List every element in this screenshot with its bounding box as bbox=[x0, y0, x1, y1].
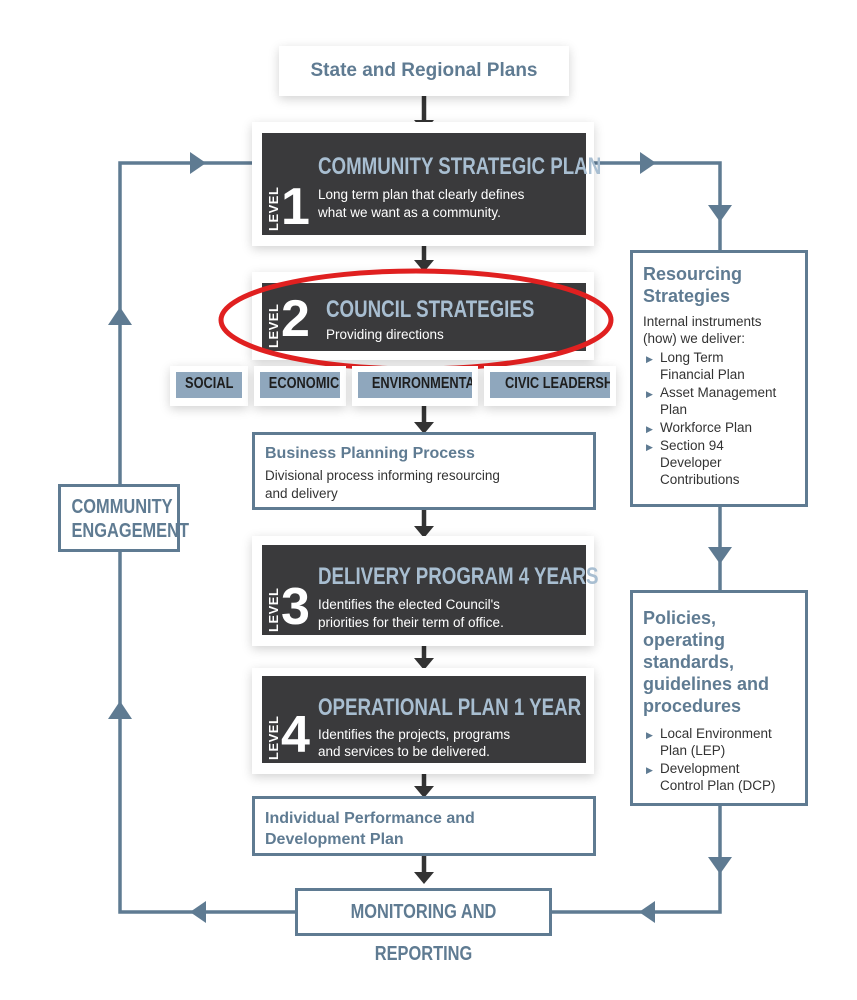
policies-title-line-1: Policies, bbox=[643, 608, 717, 628]
left-arrow-icon bbox=[190, 901, 206, 923]
individual-performance-title-line-1: Individual Performance and bbox=[265, 810, 475, 827]
level-4-desc-line-1: Identifies the projects, programs bbox=[318, 727, 511, 742]
tag-social: SOCIAL bbox=[176, 372, 242, 398]
up-arrow-icon bbox=[108, 701, 132, 719]
resourcing-strategies-box: Resourcing Strategies Internal instrumen… bbox=[630, 250, 808, 507]
level-number: 4 bbox=[281, 706, 310, 764]
level-number: 3 bbox=[281, 578, 310, 636]
down-arrow-icon bbox=[708, 205, 732, 222]
level-3-title: DELIVERY PROGRAM 4 YEARS bbox=[318, 563, 599, 590]
state-regional-plans-box: State and Regional Plans bbox=[279, 46, 569, 96]
level-3-desc-line-2: priorities for their term of office. bbox=[318, 615, 504, 630]
level-label: LEVEL bbox=[266, 186, 281, 231]
policies-title-line-2: operating bbox=[643, 630, 726, 650]
triangle-bullet-icon: ▶ bbox=[646, 730, 653, 740]
down-arrow-icon bbox=[414, 260, 434, 272]
business-planning-box: Business Planning Process Divisional pro… bbox=[252, 432, 596, 510]
down-arrow-icon bbox=[414, 786, 434, 798]
level-1-title: COMMUNITY STRATEGIC PLAN bbox=[318, 153, 602, 180]
level-1-box: LEVEL 1 COMMUNITY STRATEGIC PLAN Long te… bbox=[262, 133, 601, 236]
policies-title-line-4: guidelines and bbox=[643, 674, 770, 694]
tag-civic-leadership: CIVIC LEADERSHIP bbox=[490, 372, 610, 398]
level-number: 1 bbox=[281, 178, 310, 236]
level-4-box: LEVEL 4 OPERATIONAL PLAN 1 YEAR Identifi… bbox=[262, 676, 586, 763]
level-2-desc: Providing directions bbox=[326, 327, 444, 342]
level-number: 2 bbox=[281, 290, 310, 348]
down-arrow-icon bbox=[708, 857, 732, 874]
triangle-bullet-icon: ▶ bbox=[646, 389, 653, 399]
down-arrow-icon bbox=[708, 547, 732, 564]
level-2-box: LEVEL 2 COUNCIL STRATEGIES Providing dir… bbox=[262, 283, 586, 351]
tag-environmental: ENVIRONMENTAL bbox=[358, 372, 472, 398]
policies-title-line-5: procedures bbox=[643, 696, 742, 716]
resourcing-title-line-1: Resourcing bbox=[643, 264, 743, 284]
business-planning-desc-line-2: and delivery bbox=[265, 486, 338, 501]
right-bottom-line bbox=[552, 806, 722, 914]
down-arrow-icon bbox=[414, 422, 434, 434]
triangle-bullet-icon: ▶ bbox=[646, 442, 653, 452]
tag-economic: ECONOMIC bbox=[260, 372, 340, 398]
level-3-desc-line-1: Identifies the elected Council's bbox=[318, 597, 500, 612]
community-engagement-line-1: COMMUNITY bbox=[71, 496, 173, 518]
right-arrow-icon bbox=[190, 152, 206, 174]
up-arrow-icon bbox=[108, 307, 132, 325]
level-1-desc-line-2: what we want as a community. bbox=[318, 205, 501, 220]
resourcing-subtitle: Internal instruments (how) we deliver: bbox=[643, 314, 762, 346]
triangle-bullet-icon: ▶ bbox=[646, 424, 653, 434]
business-planning-desc-line-1: Divisional process informing resourcing bbox=[265, 468, 500, 483]
list-item: ▶ Workforce Plan bbox=[643, 419, 797, 436]
triangle-bullet-icon: ▶ bbox=[646, 354, 653, 364]
level-4-desc-line-2: and services to be delivered. bbox=[318, 744, 490, 759]
left-arrow-icon bbox=[639, 901, 655, 923]
level-2-title: COUNCIL STRATEGIES bbox=[326, 296, 535, 323]
level-4-title: OPERATIONAL PLAN 1 YEAR bbox=[318, 694, 582, 721]
down-arrow-icon bbox=[414, 526, 434, 538]
down-arrow-icon bbox=[414, 872, 434, 884]
resourcing-title-line-2: Strategies bbox=[643, 286, 731, 306]
community-engagement-line-2: ENGAGEMENT bbox=[71, 520, 189, 542]
level-3-box: LEVEL 3 DELIVERY PROGRAM 4 YEARS Identif… bbox=[262, 545, 599, 636]
right-top-line bbox=[586, 161, 722, 250]
down-arrow-icon bbox=[414, 658, 434, 670]
highlight-ellipse bbox=[218, 268, 614, 372]
level-label: LEVEL bbox=[266, 587, 281, 632]
monitoring-reporting-box: MONITORING AND REPORTING bbox=[295, 888, 552, 965]
policies-box: Policies, operating standards, guideline… bbox=[630, 590, 808, 806]
state-regional-plans-title: State and Regional Plans bbox=[310, 60, 538, 81]
community-engagement-box: COMMUNITY ENGAGEMENT bbox=[58, 484, 189, 552]
business-planning-title: Business Planning Process bbox=[265, 445, 475, 462]
level-label: LEVEL bbox=[266, 715, 281, 760]
right-arrow-icon bbox=[640, 152, 656, 174]
monitoring-reporting-label: MONITORING AND REPORTING bbox=[350, 901, 497, 965]
policies-title-line-3: standards, bbox=[643, 652, 735, 672]
individual-performance-box: Individual Performance and Development P… bbox=[252, 796, 596, 856]
triangle-bullet-icon: ▶ bbox=[646, 765, 653, 775]
individual-performance-title-line-2: Development Plan bbox=[265, 831, 404, 848]
level-1-desc-line-1: Long term plan that clearly defines bbox=[318, 187, 525, 202]
